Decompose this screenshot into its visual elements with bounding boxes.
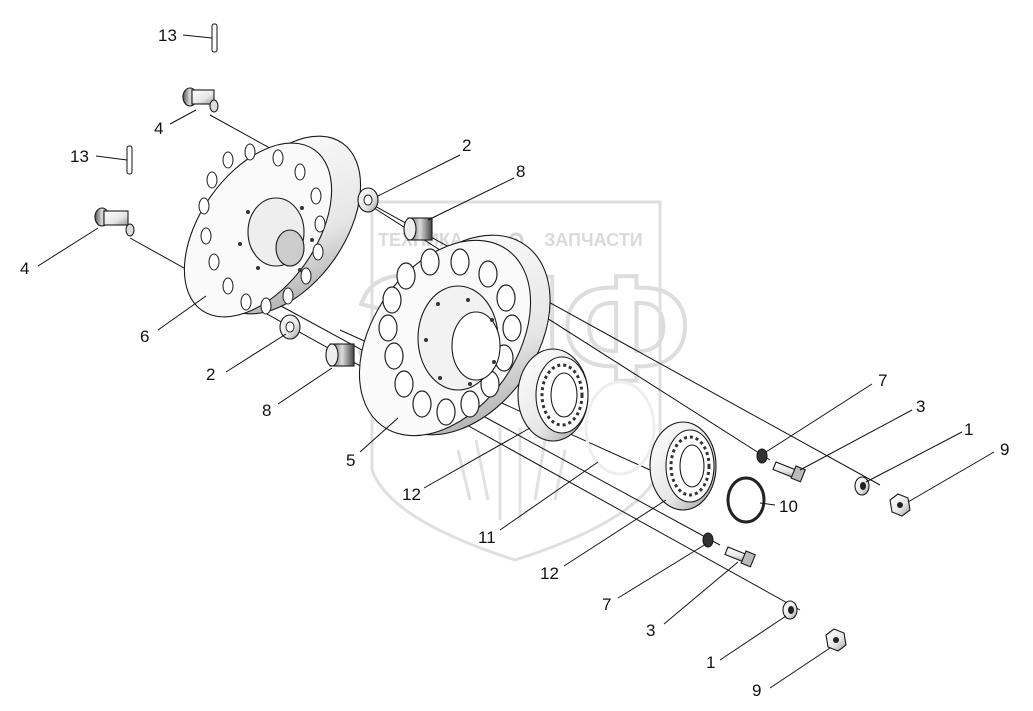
- callout-3-lower: 3: [646, 621, 655, 640]
- bolt-part-3-upper: [772, 461, 806, 483]
- flange-part-5: [358, 234, 551, 437]
- callout-13-lower: 13: [70, 147, 89, 166]
- watermark-brand-right: ЗАПЧАСТИ: [544, 230, 643, 250]
- washer-part-1-upper: [854, 476, 870, 496]
- callout-10: 10: [779, 497, 798, 516]
- callout-7-upper: 7: [878, 371, 887, 390]
- spring-washer-part-7-upper: [756, 448, 768, 464]
- watermark-shield: [370, 200, 662, 562]
- roller-part-8-upper: [403, 217, 433, 241]
- callout-5: 5: [346, 451, 355, 470]
- callout-9-upper: 9: [1000, 440, 1009, 459]
- spring-washer-part-7-lower: [702, 532, 714, 548]
- callout-8-upper: 8: [516, 162, 525, 181]
- cotter-pin-part-13-upper: [211, 23, 218, 53]
- callout-9-lower: 9: [752, 681, 761, 700]
- washer-part-1-lower: [782, 600, 798, 620]
- snap-ring-part-10: [726, 476, 766, 524]
- callout-4-upper: 4: [154, 119, 163, 138]
- bolt-part-3-lower: [724, 546, 756, 568]
- washer-part-2-lower: [279, 314, 301, 340]
- hub-flange-part-6: [183, 135, 362, 318]
- watermark-bolts: [456, 428, 567, 520]
- callout-leaders: [37, 34, 995, 689]
- callout-1-upper: 1: [964, 420, 973, 439]
- callout-4-lower: 4: [20, 259, 29, 278]
- callout-12-b: 12: [540, 564, 559, 583]
- callout-11: 11: [478, 528, 496, 547]
- callout-12-a: 12: [402, 485, 421, 504]
- washer-part-2-upper: [357, 187, 379, 213]
- callout-13-upper: 13: [158, 26, 177, 45]
- nut-part-9-upper: [889, 493, 911, 517]
- callout-labels: 13 4 13 4 2 8 6 2 8 5 12 11 12 7 3 1 9 1…: [20, 26, 1009, 700]
- cotter-pin-part-13-lower: [126, 145, 133, 175]
- pin-part-4-lower: [94, 207, 135, 237]
- callout-6: 6: [140, 327, 149, 346]
- pin-part-4-upper: [182, 87, 219, 113]
- bearing-part-12-a: [517, 348, 589, 442]
- seal-ring-part-11: [584, 380, 656, 476]
- callout-2-upper: 2: [462, 136, 471, 155]
- callout-2-lower: 2: [206, 365, 215, 384]
- callout-7-lower: 7: [602, 595, 611, 614]
- callout-8-lower: 8: [262, 401, 271, 420]
- callout-3-upper: 3: [916, 397, 925, 416]
- bearing-part-12-b: [649, 421, 717, 511]
- callout-1-lower: 1: [706, 653, 715, 672]
- roller-part-8-lower: [325, 343, 355, 367]
- nut-part-9-lower: [825, 628, 847, 652]
